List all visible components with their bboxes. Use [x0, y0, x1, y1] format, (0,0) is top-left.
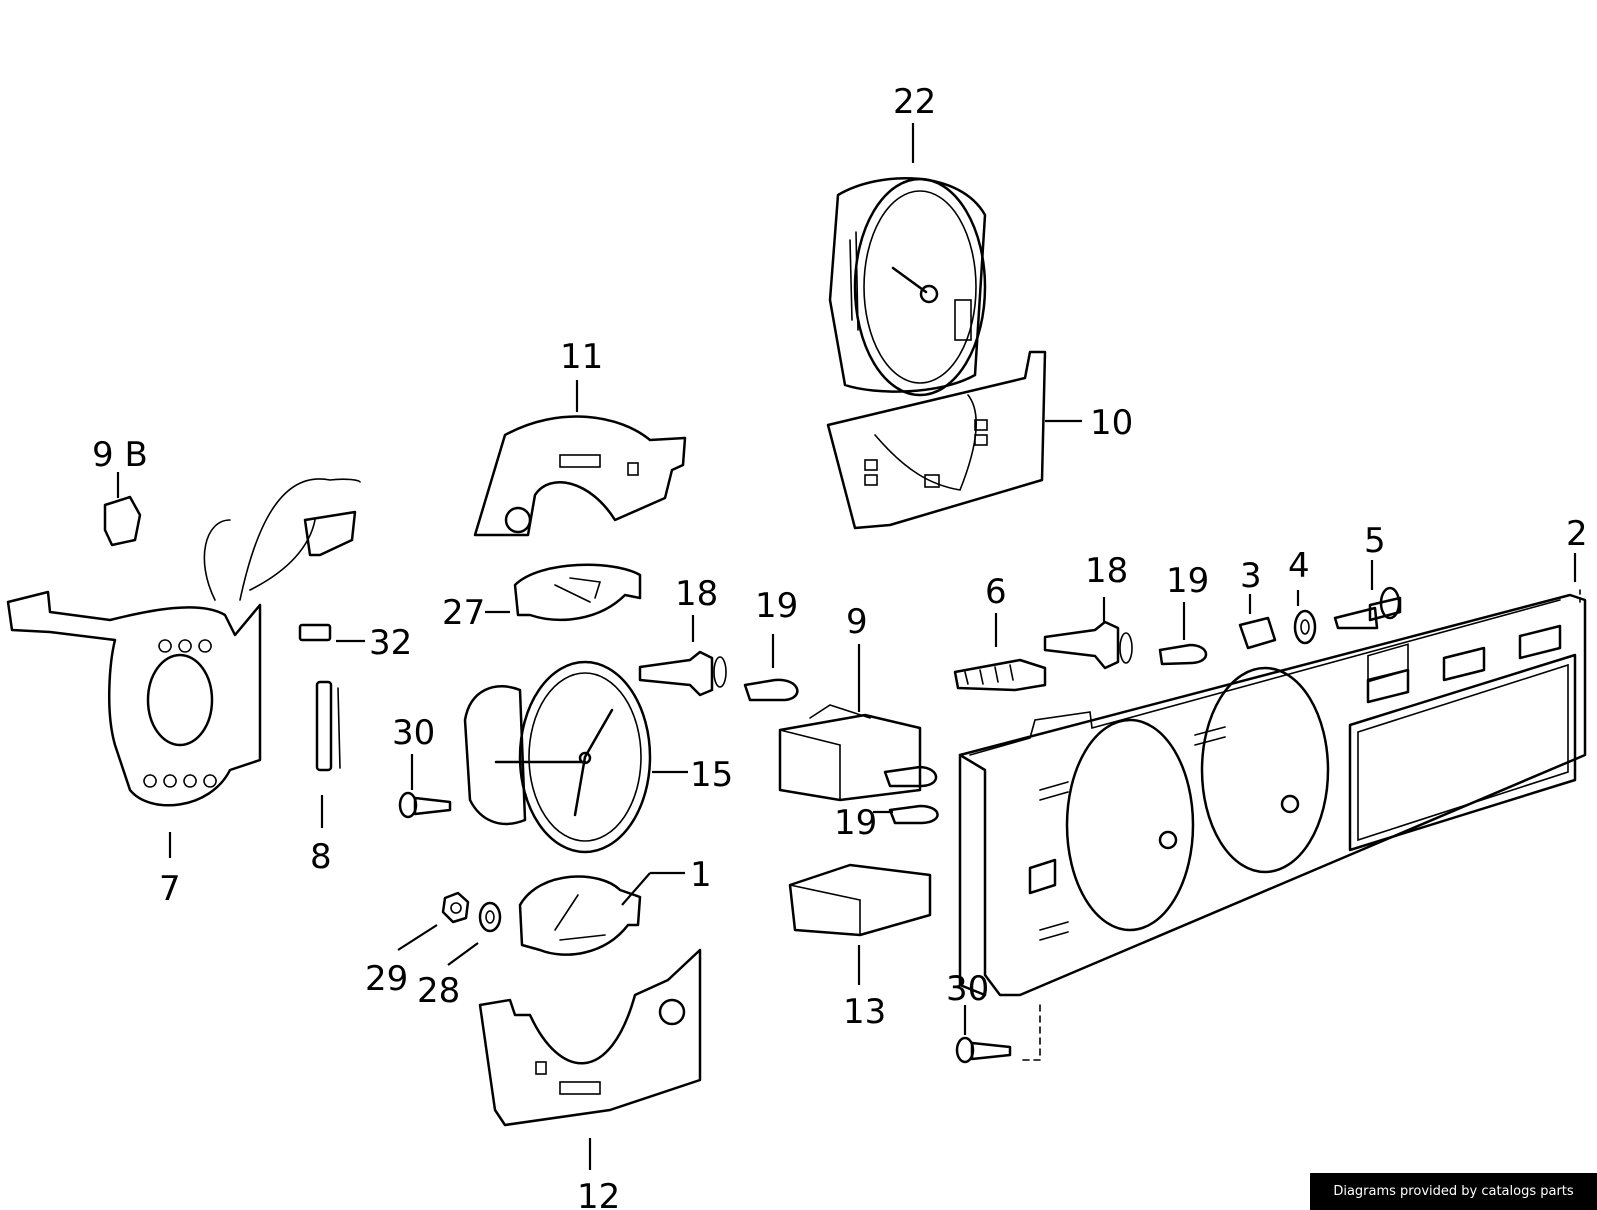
label-18-left: 18 — [675, 574, 718, 614]
label-2: 2 — [1566, 514, 1588, 554]
part-labels: 22 11 10 9 B 32 7 8 27 18 19 30 15 9 19 … — [92, 82, 1588, 1210]
part-9b-cap — [103, 495, 142, 547]
label-28: 28 — [417, 971, 460, 1011]
part-13-cover — [788, 863, 932, 937]
part-22-tachometer — [828, 176, 987, 397]
part-15-gauge — [463, 660, 652, 854]
part-4-washer — [1293, 609, 1317, 645]
label-8: 8 — [310, 837, 332, 877]
label-19-middle: 19 — [834, 803, 877, 843]
label-22: 22 — [893, 82, 936, 122]
label-19-left: 19 — [755, 586, 798, 626]
label-19-right: 19 — [1166, 561, 1209, 601]
label-6: 6 — [985, 572, 1007, 612]
label-1: 1 — [690, 855, 712, 895]
part-10-circuit-board — [826, 350, 1047, 530]
part-19-bulbs-middle — [883, 765, 939, 825]
label-12: 12 — [577, 1177, 620, 1210]
part-19-bulb-left — [743, 678, 799, 702]
part-1-bracket — [518, 875, 642, 956]
part-5-screw — [1333, 586, 1401, 630]
part-9-stabilizer — [778, 704, 922, 802]
part-18-bulb-holder-left — [638, 650, 727, 697]
label-29: 29 — [365, 959, 408, 999]
label-32: 32 — [369, 623, 412, 663]
part-2-instrument-panel — [958, 589, 1587, 1061]
part-28-washer — [478, 901, 502, 933]
part-19-bulb-right — [1158, 643, 1208, 666]
label-5: 5 — [1364, 521, 1386, 561]
part-11-circuit-board — [473, 415, 687, 537]
label-30-right: 30 — [946, 969, 989, 1009]
part-12-circuit-board — [478, 948, 702, 1127]
part-30-screw-left — [398, 791, 452, 819]
label-27: 27 — [442, 593, 485, 633]
label-9: 9 — [846, 602, 868, 642]
label-9b: 9 B — [92, 435, 148, 475]
leader-lines — [116, 123, 1577, 1170]
part-7-circuit-assembly — [6, 478, 361, 807]
part-27-bracket — [513, 563, 642, 621]
label-30-left: 30 — [392, 713, 435, 753]
label-15: 15 — [690, 755, 733, 795]
part-29-nut — [441, 891, 470, 924]
label-11: 11 — [560, 337, 603, 377]
part-8-connector-strip — [315, 680, 341, 772]
part-6-connector — [953, 658, 1047, 692]
part-18-bulb-holder-right — [1043, 620, 1133, 670]
part-3-clip — [1238, 616, 1277, 650]
label-7: 7 — [159, 869, 181, 909]
label-3: 3 — [1240, 556, 1262, 596]
label-18-right: 18 — [1085, 551, 1128, 591]
label-10: 10 — [1090, 403, 1133, 443]
label-13: 13 — [843, 992, 886, 1032]
label-4: 4 — [1288, 546, 1310, 586]
part-30-screw-right — [955, 1036, 1012, 1064]
credit-banner: Diagrams provided by catalogs parts — [1310, 1173, 1597, 1210]
